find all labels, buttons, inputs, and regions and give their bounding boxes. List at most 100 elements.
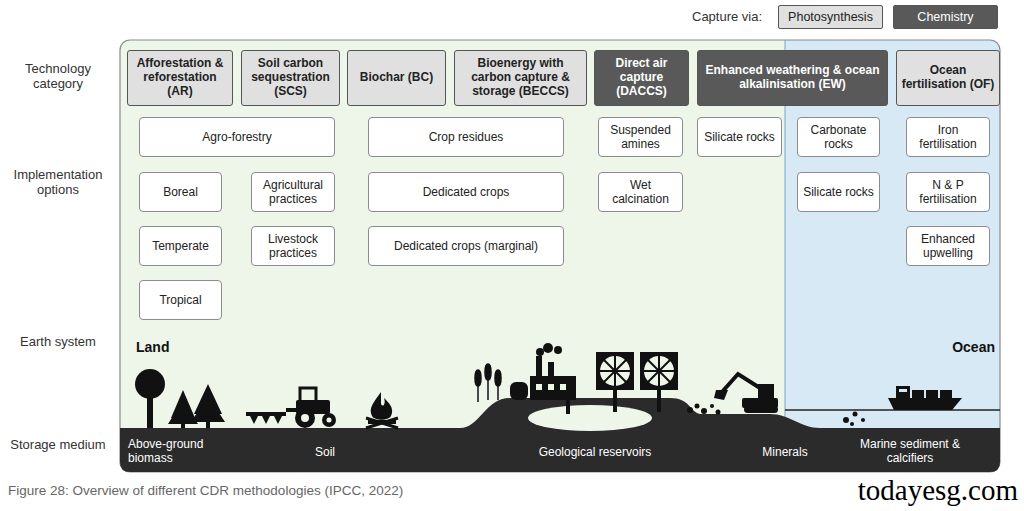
dac-fans-part [596, 352, 634, 390]
category-box: Biochar (BC) [347, 50, 446, 106]
bioenergy-plant [510, 343, 576, 414]
option-box: Silicate rocks [697, 117, 782, 157]
rocks-part [843, 417, 849, 423]
box-text: Dedicated crops [373, 185, 559, 199]
trees-part [191, 396, 225, 422]
box-text: Temperate [144, 239, 217, 253]
rocks-part [716, 410, 721, 415]
storage-label: Marine sediment & calcifiers [850, 438, 970, 466]
wheat-part [495, 370, 501, 386]
storage-label: Geological reservoirs [520, 446, 670, 460]
option-box: Livestock practices [251, 226, 335, 266]
legend-text: Photosynthesis [783, 10, 878, 24]
bioenergy-plant-part [510, 382, 528, 400]
rocks-part [701, 408, 707, 414]
box-text: Ocean fertilisation (OF) [901, 64, 995, 92]
wheat-part [485, 364, 491, 380]
watermark: todayesg.com [790, 474, 1018, 507]
storage-label: Above-ground biomass [128, 438, 228, 466]
row-label: Storage medium [2, 438, 114, 453]
bioenergy-plant-part [548, 384, 554, 390]
tractor-part [327, 418, 332, 423]
rocks [687, 404, 865, 427]
ground-part [528, 405, 652, 431]
wheat [475, 364, 501, 402]
category-box: Afforestation & reforestation (AR) [127, 50, 233, 106]
trees-part [135, 369, 165, 399]
tractor-part [262, 416, 270, 424]
row-label: Implementation options [2, 168, 114, 198]
option-box: Carbonate rocks [797, 117, 880, 157]
box-text: Dedicated crops (marginal) [373, 239, 559, 253]
bioenergy-plant-part [536, 384, 542, 390]
box-text: Direct air capture (DACCS) [599, 57, 684, 98]
option-box: Agro-forestry [139, 117, 335, 157]
option-box: Iron fertilisation [906, 117, 990, 157]
box-text: N & P fertilisation [911, 178, 985, 207]
ground [120, 398, 1000, 472]
dac-fans-part [657, 390, 661, 412]
box-text: Agro-forestry [144, 130, 330, 144]
fire [366, 392, 398, 428]
fire-part [366, 418, 398, 428]
row-label: Technology category [2, 62, 114, 92]
dac-fans-part [644, 356, 674, 386]
ship-part [912, 390, 924, 398]
storage-label: Minerals [745, 446, 825, 460]
fire-part [371, 392, 392, 420]
ground-part [785, 409, 1000, 411]
option-box: Silicate rocks [797, 172, 880, 212]
box-text: Wet calcination [603, 178, 678, 207]
box-text: Silicate rocks [802, 185, 875, 199]
option-box: Temperate [139, 226, 222, 266]
category-box: Soil carbon sequestration (SCS) [241, 50, 340, 106]
trees [135, 369, 225, 428]
box-text: Enhanced upwelling [911, 232, 985, 261]
box-text: Soil carbon sequestration (SCS) [246, 57, 335, 98]
box-text: Silicate rocks [702, 130, 777, 144]
dac-fans-part [613, 390, 617, 412]
tractor-part [301, 414, 309, 422]
bioenergy-plant-part [536, 356, 542, 378]
tractor-part [300, 388, 316, 402]
ship-part [940, 390, 952, 398]
option-box: Boreal [139, 172, 222, 212]
excavator-part [744, 406, 778, 413]
excavator-part [714, 390, 728, 400]
trees-part [206, 420, 210, 428]
ship [888, 386, 962, 410]
caption: Figure 28: Overview of different CDR met… [8, 483, 568, 498]
box-text: Carbonate rocks [802, 123, 875, 152]
box-text: Bioenergy with carbon capture & storage … [459, 57, 582, 98]
excavator [714, 374, 778, 413]
category-box: Ocean fertilisation (OF) [896, 50, 1000, 106]
box-text: Afforestation & reforestation (AR) [132, 57, 228, 98]
box-text: Livestock practices [256, 232, 330, 261]
box-text: Suspended amines [603, 123, 678, 152]
box-text: Tropical [144, 293, 217, 307]
tractor [246, 388, 336, 428]
excavator-part [722, 374, 760, 392]
wheat-part [475, 370, 481, 386]
tractor-part [250, 416, 258, 424]
option-box: Enhanced upwelling [906, 226, 990, 266]
ship-part [896, 386, 910, 398]
category-box: Bioenergy with carbon capture & storage … [454, 50, 587, 106]
box-text: Agricultural practices [256, 178, 330, 207]
option-box: Agricultural practices [251, 172, 335, 212]
rocks-part [695, 404, 700, 409]
box-text: Crop residues [373, 130, 559, 144]
option-box: Dedicated crops [368, 172, 564, 212]
box-text: Iron fertilisation [911, 123, 985, 152]
fire-part [366, 418, 398, 428]
legend-swatch: Photosynthesis [778, 5, 883, 29]
tractor-part [274, 416, 282, 424]
bioenergy-plant-part [530, 376, 576, 400]
bioenergy-plant-part [536, 348, 544, 356]
option-box: Crop residues [368, 117, 564, 157]
bioenergy-plant-part [566, 398, 570, 414]
ship-part [888, 398, 962, 410]
bioenergy-plant-part [548, 362, 554, 378]
option-box: Suspended amines [598, 117, 683, 157]
box-text: Boreal [144, 185, 217, 199]
